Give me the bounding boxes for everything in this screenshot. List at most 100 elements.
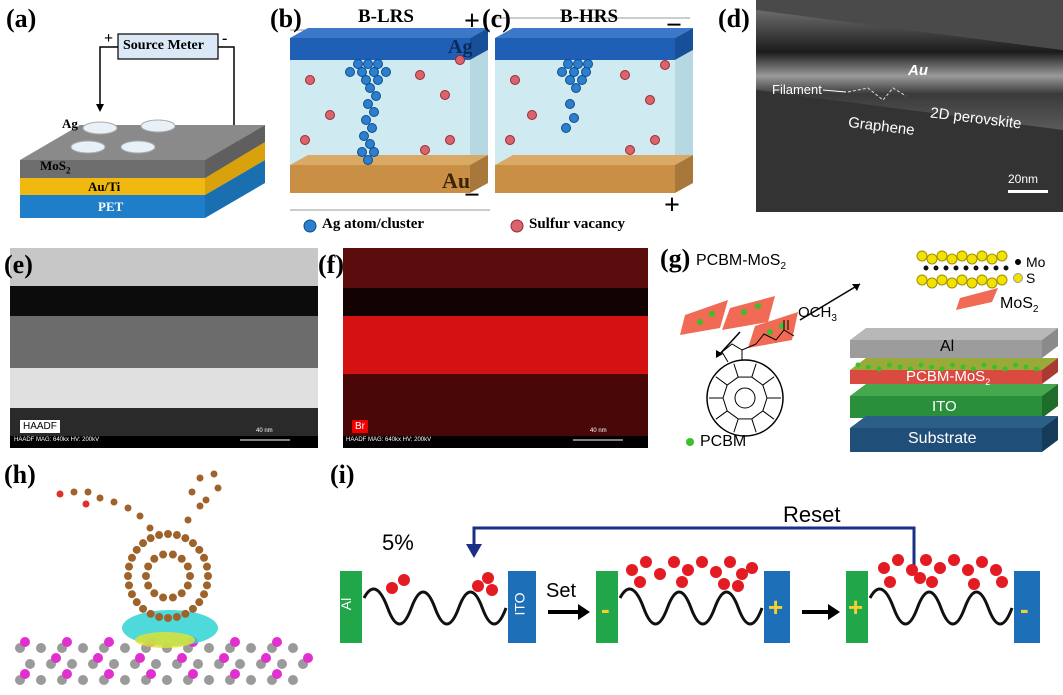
sulfur-atom	[916, 274, 928, 286]
carbon-atom	[195, 545, 204, 554]
carbon-atom	[164, 530, 172, 538]
mo-atom	[973, 265, 979, 271]
ag-atom	[369, 107, 379, 117]
ag-atom	[345, 67, 355, 77]
sulfur-atom	[976, 250, 988, 262]
sulfur-atom	[956, 274, 968, 286]
carbon-atom	[132, 598, 141, 607]
sulfur-vacancy	[620, 70, 630, 80]
ag-atom	[365, 83, 375, 93]
mo-atom	[146, 669, 156, 679]
eds-map-f	[343, 248, 648, 448]
mo-atom	[104, 637, 114, 647]
ag-atom	[363, 155, 373, 165]
charge-dot	[676, 576, 688, 588]
charge-dot	[634, 576, 646, 588]
ag-atom	[369, 67, 379, 77]
carbon-atom	[172, 612, 181, 621]
carbon-atom	[188, 539, 197, 548]
carbon-atom	[202, 581, 211, 590]
ag-atom	[365, 139, 375, 149]
fullerene-bond	[733, 418, 739, 433]
lattice-atom	[277, 659, 287, 669]
charge-dot	[472, 580, 484, 592]
carbon-atom	[196, 474, 204, 482]
ag-atom	[577, 75, 587, 85]
ag-atom	[373, 75, 383, 85]
sulfur-vacancy	[505, 135, 515, 145]
sulfur-atom	[956, 250, 968, 262]
mos2-label: MoS2	[40, 158, 71, 176]
charge-dot	[736, 568, 748, 580]
ag-label: Ag	[62, 116, 78, 131]
ag-atom	[359, 131, 369, 141]
mo-atom	[272, 669, 282, 679]
mo-atom	[261, 653, 271, 663]
charge-dot	[914, 572, 926, 584]
carbon-atom	[214, 484, 222, 492]
ag-atom	[565, 99, 575, 109]
sulfur-vacancy	[625, 145, 635, 155]
charge-dot	[682, 564, 694, 576]
ag-atom	[581, 67, 591, 77]
carbon-atom	[155, 612, 164, 621]
fullerene-bond	[751, 363, 757, 378]
ag-atom	[571, 83, 581, 93]
g-mos2-label: MoS2	[1000, 295, 1039, 316]
pcbm-particle	[1013, 362, 1018, 368]
ag-atom	[361, 75, 371, 85]
ag-atom	[563, 59, 573, 69]
sulfur-atom	[926, 253, 938, 265]
carbon-atom	[202, 496, 210, 504]
pcbm-particle	[908, 366, 913, 372]
carbon-atom	[181, 609, 190, 618]
mo-atom	[177, 653, 187, 663]
fullerene-bond	[715, 376, 728, 386]
charge-dot	[962, 564, 974, 576]
panel-h: (h)	[0, 458, 318, 695]
mo-atom	[953, 265, 959, 271]
fullerene-bond	[726, 410, 739, 420]
mo-atom	[93, 653, 103, 663]
f-info: HAADF MAG: 640kx HV: 200kV	[346, 437, 432, 443]
panel-label-e: (e)	[4, 250, 33, 279]
d-filament-label: Filament	[772, 82, 822, 97]
mo-atom	[51, 653, 61, 663]
carbon-atom	[195, 598, 204, 607]
charge-dot	[696, 556, 708, 568]
lattice-atom	[25, 659, 35, 669]
pcbm-particle	[929, 364, 934, 370]
e-haadf-tag: HAADF	[20, 420, 60, 433]
panel-i: (i) Reset 5% Al ITO Set - + + -	[328, 458, 1063, 695]
legend-atom-label: Ag atom/cluster	[322, 216, 425, 232]
carbon-atom	[110, 498, 118, 506]
sulfur-vacancy	[445, 135, 455, 145]
carbon-atom	[200, 590, 209, 599]
mo-atom	[20, 637, 30, 647]
pcbm-particle	[992, 364, 997, 370]
g-ito-layer-label: ITO	[932, 398, 957, 415]
carbon-atom	[150, 589, 159, 598]
i-al-label: Al	[338, 597, 355, 611]
sulfur-vacancy	[645, 95, 655, 105]
charge-dot	[968, 578, 980, 590]
charge-dot	[920, 554, 932, 566]
charge-dot	[948, 554, 960, 566]
charge-dot	[486, 584, 498, 596]
mo-atom	[963, 265, 969, 271]
fullerene-bond	[715, 410, 728, 420]
sulfur-atom	[966, 253, 978, 265]
mo-atom	[303, 653, 313, 663]
carbon-atom	[183, 562, 192, 571]
i-minus-2: -	[1020, 594, 1029, 624]
ag-atom	[353, 59, 363, 69]
i-plus-1: +	[768, 592, 784, 622]
minus-terminal: -	[222, 30, 228, 47]
oxygen-atom	[56, 490, 64, 498]
switching-mechanism-i	[340, 526, 1040, 643]
charge-dot	[878, 562, 890, 574]
charge-dot	[386, 582, 398, 594]
pcbm-particle	[950, 362, 955, 368]
carbon-atom	[168, 593, 177, 602]
sulfur-atom	[936, 274, 948, 286]
